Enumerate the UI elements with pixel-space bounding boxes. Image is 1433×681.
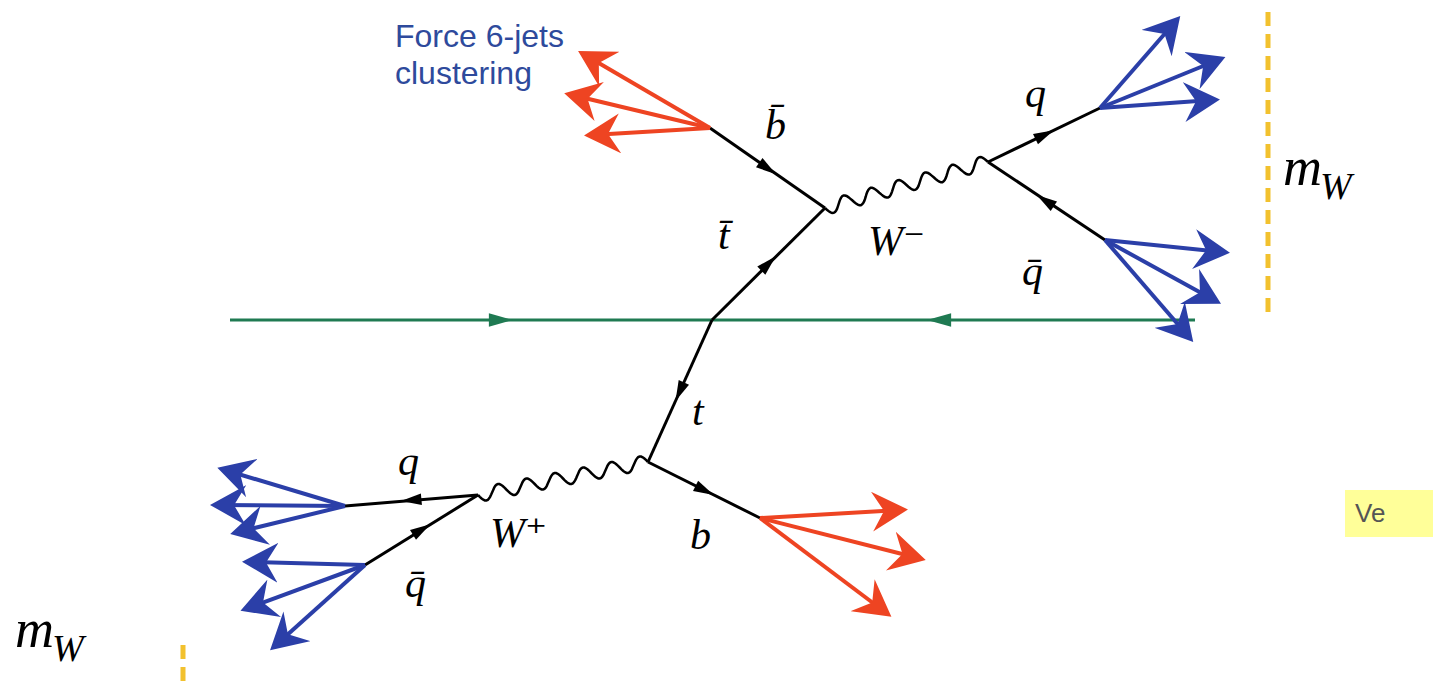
jet-particle xyxy=(1105,240,1188,336)
fermion-arrowhead xyxy=(401,494,422,505)
fermion-arrowhead xyxy=(489,313,513,326)
jet-particle xyxy=(250,562,365,565)
fermion-arrowhead xyxy=(756,158,776,174)
jet-particle xyxy=(225,470,345,506)
particle-label: m xyxy=(15,600,54,659)
particle-label: b xyxy=(690,512,711,558)
mass-marker xyxy=(1266,12,1271,312)
particle-label: q xyxy=(1025,70,1046,116)
fermion-arrowhead xyxy=(410,524,430,540)
jet-particle xyxy=(238,506,345,532)
jet-particle xyxy=(592,128,710,135)
highlight-box: Ve xyxy=(1345,490,1433,537)
particle-label: t̄ xyxy=(718,212,730,258)
particle-label: q̄ xyxy=(405,560,426,606)
fermion-arrowhead xyxy=(927,313,951,326)
particle-label: m xyxy=(1283,138,1322,197)
jet-particle xyxy=(1100,60,1218,108)
fermion-arrows xyxy=(401,130,1057,540)
jet-particle xyxy=(760,510,900,518)
particle-label: b̄ xyxy=(765,102,786,148)
particle-label: W xyxy=(52,628,84,670)
jet-particle xyxy=(218,505,345,506)
particle-label: W⁻ xyxy=(868,218,925,264)
fermion-arrowhead xyxy=(1033,130,1054,144)
jet-particle xyxy=(276,565,365,645)
particle-label: W xyxy=(1320,166,1352,208)
particle-label: t xyxy=(692,388,704,434)
w-boson-line xyxy=(825,157,988,213)
jet-particle xyxy=(1100,22,1175,108)
jet-particle xyxy=(1100,100,1212,108)
highlight-text: Ve xyxy=(1355,498,1385,528)
particle-label: q xyxy=(398,438,419,484)
jet-particle xyxy=(572,95,710,128)
jet-particle xyxy=(760,518,885,612)
w-boson-line xyxy=(478,457,648,501)
fermion-arrowhead xyxy=(757,256,776,274)
particle-label: q̄ xyxy=(1022,248,1043,294)
fermion-arrowhead xyxy=(693,481,714,495)
fermion-arrowhead xyxy=(676,380,690,401)
jet-particle xyxy=(1105,240,1214,300)
jet-particle xyxy=(248,565,365,608)
fermion-lines xyxy=(345,108,1105,565)
mass-marker xyxy=(181,645,186,681)
jet-particle xyxy=(585,55,710,128)
fermion-arrowhead xyxy=(1037,195,1057,211)
annotation: Force 6-jets clustering xyxy=(395,18,635,92)
jets xyxy=(218,22,1222,645)
particle-label: W⁺ xyxy=(490,510,547,556)
